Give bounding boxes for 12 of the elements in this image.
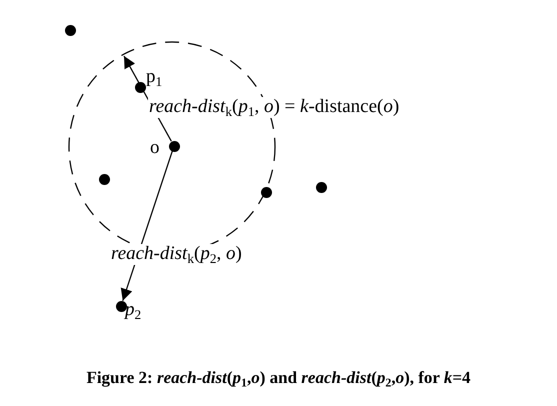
edge-label: reach-dist$_{k}$(p$_{1}$, o) = k-distance(o) — [148, 97, 400, 118]
point-label: o — [150, 138, 160, 157]
point-label: p$_{2}$ — [125, 300, 142, 319]
point-dot — [316, 182, 326, 192]
point-dot — [168, 140, 180, 152]
point-label: p$_{1}$ — [146, 67, 162, 86]
figure-caption: Figure 2: reach-dist(p$_{1}$,o) and reach-dist(p$_{2}$,o), for k=4 — [85, 368, 472, 388]
point-dot — [64, 24, 76, 36]
edge-label: reach-dist$_{k}$(p$_{2}$, o) — [110, 244, 243, 265]
point-dot — [260, 186, 272, 198]
point-dot — [98, 174, 110, 184]
point-dot — [134, 82, 146, 92]
